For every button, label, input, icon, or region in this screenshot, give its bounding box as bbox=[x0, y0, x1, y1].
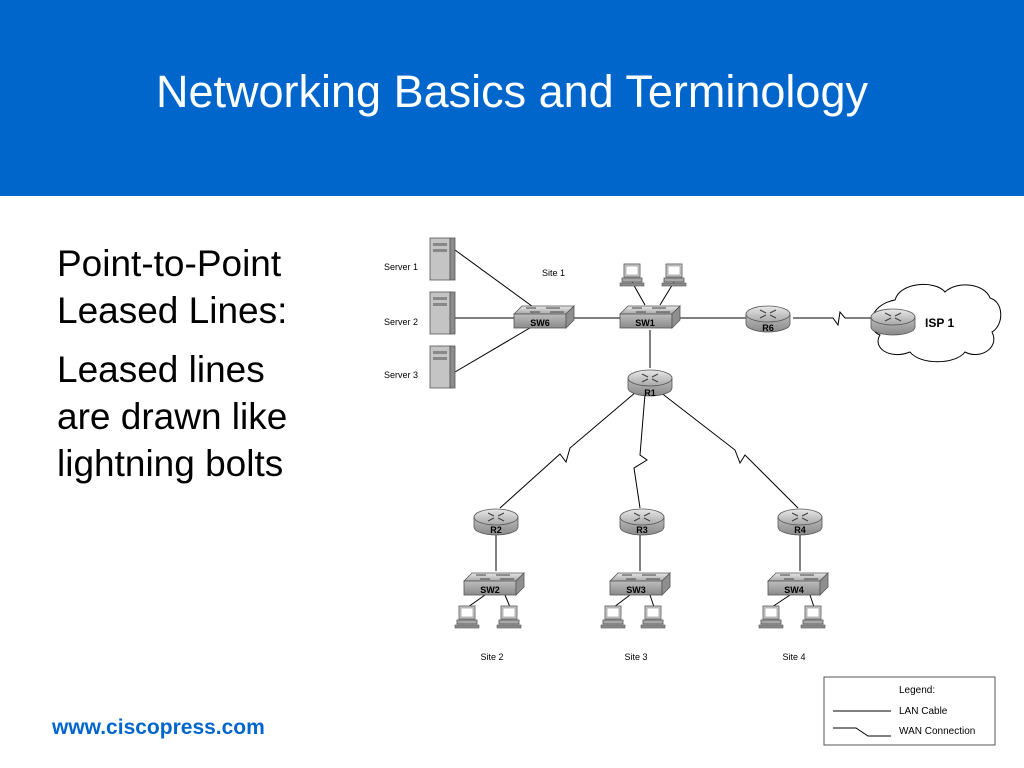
footer-url: www.ciscopress.com bbox=[52, 716, 265, 739]
bullet-list: Point-to-Point Leased Lines: Leased line… bbox=[57, 240, 357, 499]
pc-icon bbox=[640, 605, 666, 629]
site-label-1: Site 1 bbox=[542, 268, 565, 278]
router-label-r4: R4 bbox=[794, 525, 806, 535]
legend-wan-label: WAN Connection bbox=[899, 726, 975, 737]
server-icon bbox=[429, 345, 456, 389]
router-label-r1: R1 bbox=[644, 388, 656, 398]
legend: Legend: LAN Cable WAN Connection bbox=[823, 676, 996, 746]
pc-icon bbox=[454, 605, 480, 629]
site-label-2: Site 2 bbox=[480, 652, 503, 662]
switch-label-sw1: SW1 bbox=[635, 318, 655, 328]
pc-icon bbox=[496, 605, 522, 629]
title-bar bbox=[0, 0, 1024, 196]
router-label-r2: R2 bbox=[490, 525, 502, 535]
pc-icon bbox=[661, 263, 687, 287]
server-icon bbox=[429, 237, 456, 281]
site-label-4: Site 4 bbox=[782, 652, 805, 662]
switch-label-sw2: SW2 bbox=[480, 585, 500, 595]
bullet-heading: Point-to-Point Leased Lines: bbox=[57, 243, 288, 331]
pc-icon bbox=[758, 605, 784, 629]
server-icon bbox=[429, 291, 456, 335]
switch-label-sw6: SW6 bbox=[530, 318, 550, 328]
pc-icon bbox=[600, 605, 626, 629]
site-label-3: Site 3 bbox=[624, 652, 647, 662]
router-label-r3: R3 bbox=[636, 525, 648, 535]
router-label-r6: R6 bbox=[762, 323, 774, 333]
router-icon bbox=[870, 308, 916, 336]
bullet-text: Leased lines are drawn like lightning bo… bbox=[57, 349, 288, 484]
server-label-3: Server 3 bbox=[384, 370, 418, 380]
lan-links bbox=[454, 249, 815, 608]
server-label-1: Server 1 bbox=[384, 262, 418, 272]
cloud-icon bbox=[871, 283, 1002, 363]
switch-label-sw3: SW3 bbox=[626, 585, 646, 595]
wan-links bbox=[499, 310, 872, 509]
pc-icon bbox=[800, 605, 826, 629]
legend-lan-label: LAN Cable bbox=[899, 706, 948, 717]
legend-title: Legend: bbox=[899, 685, 935, 696]
isp-label: ISP 1 bbox=[925, 316, 954, 330]
switch-label-sw4: SW4 bbox=[784, 585, 804, 595]
pc-icon bbox=[619, 263, 645, 287]
server-label-2: Server 2 bbox=[384, 317, 418, 327]
slide-title: Networking Basics and Terminology bbox=[155, 66, 868, 117]
